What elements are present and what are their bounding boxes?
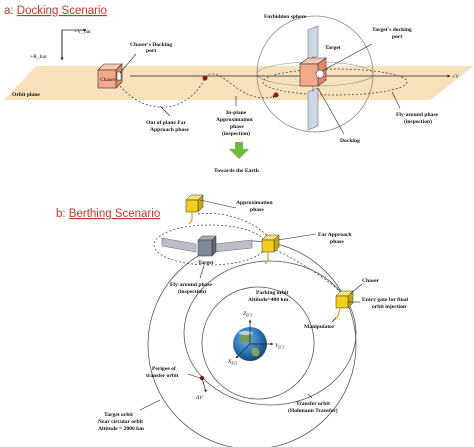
b-fly-around-leader: [199, 265, 205, 279]
delta-v-label: ΔV: [195, 395, 203, 401]
docking-leader: [317, 87, 345, 135]
out-of-plane-label-2: Approach phase: [150, 127, 189, 133]
z-eci-label: ZECI: [243, 311, 253, 318]
in-plane-label-1: In-plane: [226, 110, 247, 116]
out-of-plane-label-1: Out of plane Far: [146, 120, 186, 126]
chaser-port-label-1: Chaser's Docking: [130, 42, 172, 48]
chaser-far-approach: [261, 234, 280, 265]
docking-label: Docking: [340, 138, 360, 144]
earth-cloud: [239, 331, 253, 335]
perigee-leader: [187, 373, 201, 379]
berthing-target: [161, 235, 253, 257]
in-plane-label-2: Approximation: [216, 117, 253, 123]
x-eci-label: XECI: [227, 359, 238, 366]
parking-orbit: [201, 286, 315, 400]
target-orbit-leader: [139, 399, 161, 411]
parking-orbit-label-1: Parking orbit: [256, 290, 289, 296]
out-of-plane-leader: [159, 105, 171, 117]
rbar-label: +R_bar: [30, 54, 47, 60]
chaser-box-label: Chaser: [100, 77, 116, 83]
manipulator-leader: [331, 317, 337, 323]
perigee-label-1: Perigee of: [152, 366, 176, 372]
approach-path-b2: [273, 247, 345, 297]
v-axis-label: +V: [452, 74, 459, 80]
transfer-orbit-label-2: (Hohmann Transfer): [288, 407, 338, 414]
orbit-plane: [4, 66, 474, 100]
fly-around-label-2: (inspection): [404, 118, 432, 125]
fly-around-path: [262, 68, 408, 96]
earth-land-1: [240, 333, 252, 343]
entry-gate-label-1: Entry gate for final: [362, 297, 408, 303]
in-plane-label-3: phase: [230, 124, 244, 130]
chaser-box: Chaser: [97, 63, 123, 89]
berthing-chaser-label: Chaser: [362, 278, 380, 284]
delta-v-arrow: [201, 377, 207, 393]
target-spacecraft: [299, 25, 327, 131]
manipulator-label: Manipulator: [304, 324, 335, 330]
approach-path-b1: [197, 213, 271, 241]
far-approach-label-1: Far Approach: [318, 232, 352, 238]
perigee-label-2: transfer orbit: [146, 373, 179, 379]
b-fly-around-label-2: (inspection): [178, 288, 206, 295]
y-eci-label: YECI: [275, 343, 285, 350]
b-fly-around-label-1: Fly-around phase: [170, 282, 213, 288]
target-orbit-label-3: Altitude = 2000 km: [98, 426, 144, 432]
approximation-label-2: phase: [250, 207, 264, 213]
fly-around-label-1: Fly-around phase: [396, 112, 439, 118]
waypoint-2: [273, 92, 279, 98]
transfer-orbit-label-1: Transfer orbit: [296, 401, 330, 407]
far-approach-label-2: phase: [330, 239, 344, 245]
approximation-label-1: Approximation: [236, 200, 273, 206]
chaser-approximation: [185, 194, 204, 225]
forbidden-sphere-label: Forbidden sphere: [264, 14, 307, 20]
far-approach-leader: [277, 233, 317, 241]
in-plane-label-4: (inspection): [222, 130, 250, 137]
target-port-label-2: port: [392, 34, 402, 40]
transfer-leader: [307, 393, 313, 399]
towards-earth-label: Towards the Earth: [214, 168, 260, 174]
vbar-label: +V_bar: [74, 29, 91, 35]
target-orbit-label-2: Near circular orbit: [98, 419, 143, 425]
chaser-port-leader: [119, 53, 137, 74]
approximation-leader: [199, 199, 237, 209]
earth-land-2: [251, 347, 260, 357]
target-label: Target: [325, 45, 341, 51]
orbit-plane-label: Orbit plane: [12, 92, 40, 98]
docking-title: a: Docking Scenario: [4, 5, 107, 17]
target-port-leader: [321, 43, 373, 72]
chaser-port-label-2: port: [146, 48, 156, 54]
berthing-title: b: Berthing Scenario: [56, 208, 160, 220]
target-orbit-label-1: Target orbit: [104, 412, 133, 418]
x-eci-axis: [235, 343, 251, 359]
target-port-label-1: Target's docking: [372, 27, 412, 33]
towards-earth-arrow: [229, 142, 249, 159]
entry-gate-label-2: orbit injection: [372, 304, 407, 310]
transfer-orbit: [183, 260, 357, 406]
parking-orbit-label-2: Altitude=400 km: [248, 297, 289, 303]
chaser-entry: [333, 290, 354, 321]
berthing-target-label: Target: [198, 260, 214, 266]
fly-around-leader: [391, 91, 401, 109]
chaser-leader: [349, 283, 363, 295]
waypoint-1: [202, 75, 208, 81]
